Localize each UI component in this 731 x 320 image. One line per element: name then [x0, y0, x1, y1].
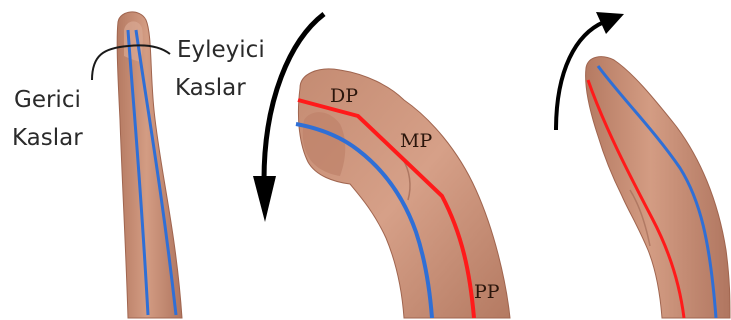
pp-label: PP [474, 281, 500, 303]
extensor-label-line2: Kaslar [175, 75, 246, 101]
extensor-label-line1: Eyleyici [177, 37, 265, 63]
flexion-arrow-head [253, 176, 276, 222]
flexor-label-line2: Kaslar [12, 125, 83, 151]
mp-label: MP [400, 130, 432, 152]
finger-returning-skin [586, 57, 730, 318]
dp-label: DP [330, 85, 358, 107]
flexor-label-line1: Gerici [14, 87, 81, 113]
finger-returning [586, 57, 730, 318]
finger-extended [92, 12, 182, 318]
